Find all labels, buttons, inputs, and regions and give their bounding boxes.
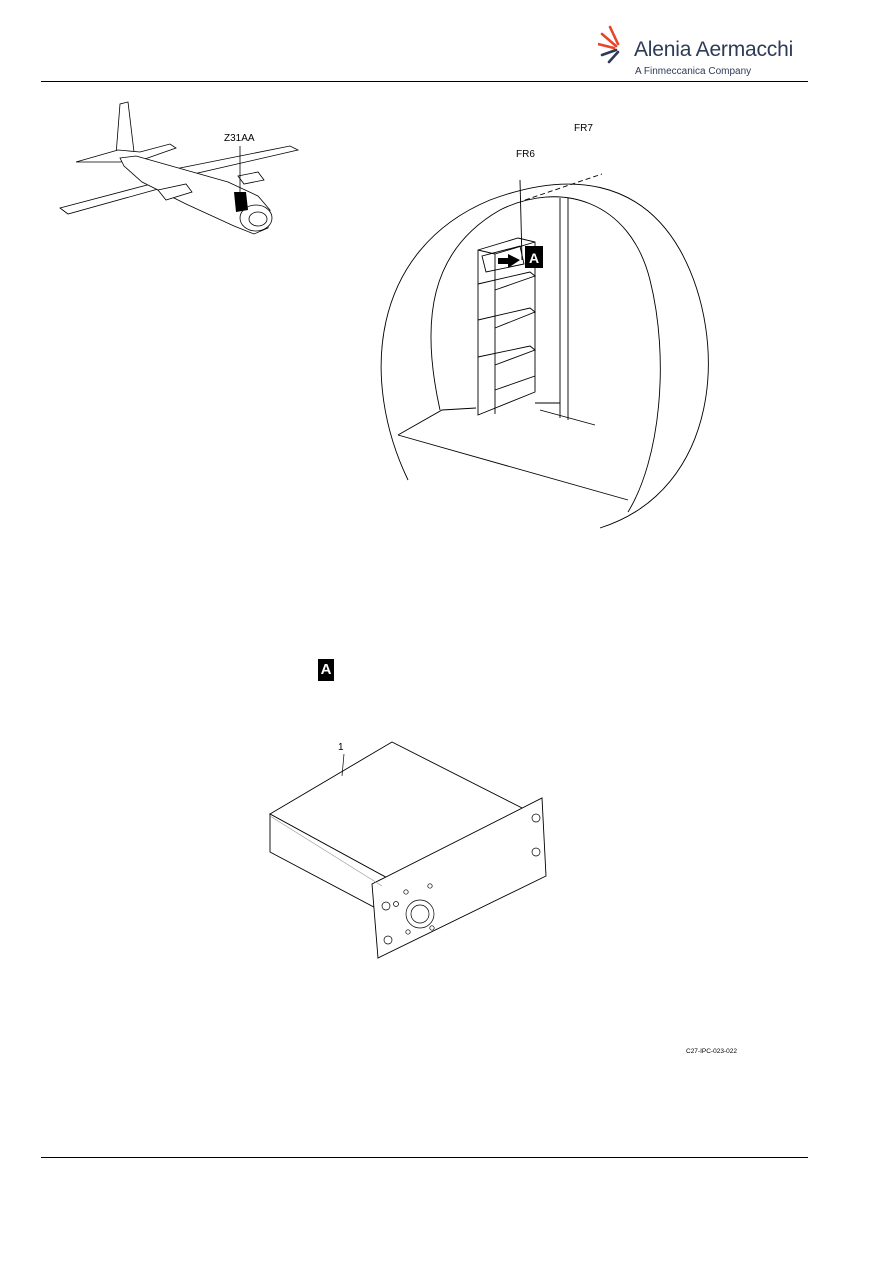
company-subtitle: A Finmeccanica Company [635, 66, 752, 77]
alenia-aermacchi-logo-icon [598, 25, 620, 64]
svg-text:A: A [529, 250, 539, 266]
header-rule [41, 81, 808, 82]
company-logo: Alenia Aermacchi A Finmeccanica Company [598, 24, 798, 84]
detail-view-letter: A [320, 661, 332, 678]
fuselage-interior-illustration: A [380, 173, 709, 529]
footer-rule [41, 1157, 808, 1158]
detail-view-label: A [318, 659, 334, 681]
frame-label-fr6: FR6 [516, 149, 535, 160]
company-name: Alenia Aermacchi [634, 38, 794, 61]
aircraft-locator-illustration [59, 101, 300, 235]
frame-label-fr7: FR7 [574, 123, 593, 134]
unit-detail-illustration [269, 741, 547, 959]
item-number-label: 1 [338, 742, 344, 753]
zone-label: Z31AA [224, 133, 255, 144]
figure-id: C27-IPC-023-022 [686, 1048, 737, 1055]
